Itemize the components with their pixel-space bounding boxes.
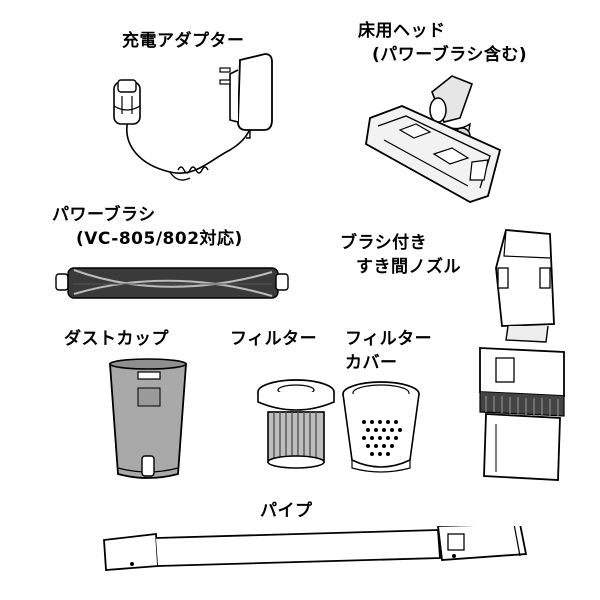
dust-cup-illustration bbox=[106, 356, 190, 486]
filter-cover-label-line1: フィルター bbox=[345, 329, 433, 349]
dust-cup-label: ダストカップ bbox=[64, 329, 169, 349]
filter-cover-label-line2: カバー bbox=[345, 353, 398, 373]
crevice-brush-nozzle-illustration bbox=[470, 228, 570, 490]
power-brush-label-line2: (VC-805/802対応) bbox=[76, 229, 243, 249]
adapter-label: 充電アダプター bbox=[122, 31, 245, 51]
filter-label: フィルター bbox=[230, 329, 318, 349]
filter-cover-illustration bbox=[340, 380, 422, 476]
filter-illustration bbox=[256, 378, 336, 474]
crevice-brush-label-line1: ブラシ付き bbox=[340, 233, 428, 253]
power-brush-label-line1: パワーブラシ bbox=[52, 205, 156, 225]
floor-head-label-line2: (パワーブラシ含む) bbox=[372, 45, 528, 65]
floor-head-label-line1: 床用ヘッド bbox=[358, 21, 446, 41]
pipe-illustration bbox=[102, 526, 532, 586]
power-brush-roller-illustration bbox=[54, 262, 290, 306]
charging-adapter-illustration bbox=[100, 50, 290, 200]
crevice-brush-label-line2: すき間ノズル bbox=[356, 257, 461, 277]
floor-head-illustration bbox=[360, 70, 510, 210]
pipe-label: パイプ bbox=[260, 501, 313, 521]
